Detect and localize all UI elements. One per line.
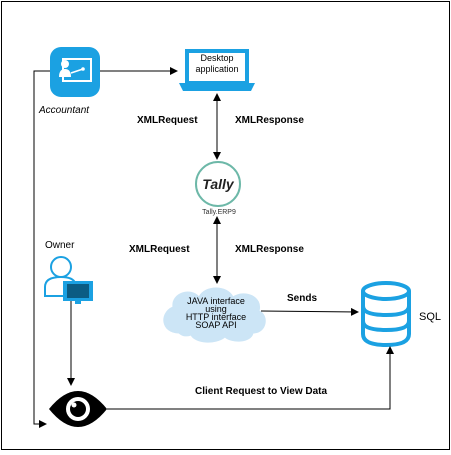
edge-java-sql [260,307,359,316]
owner-label: Owner [45,240,75,251]
laptop-icon [179,49,255,91]
edge-label-client-request: Client Request to View Data [195,386,328,397]
desktop-label-line1: Desktop [200,53,234,63]
desktop-label: Desktop application [187,53,247,75]
edge-label-xmlresponse-2: XMLResponse [235,244,304,255]
java-line2: using [205,304,227,314]
edge-label-xmlresponse-1: XMLResponse [235,115,304,126]
cloud-icon [163,287,266,343]
java-line3: HTTP interface [185,312,247,322]
edge-label-xmlrequest-1: XMLRequest [137,115,198,126]
edge-label-sends: Sends [287,293,318,304]
user-computer-icon [44,256,93,304]
accountant-computer-icon [50,47,100,97]
tally-logo-icon: Tally [195,161,241,207]
tally-caption: Tally.ERP9 [202,209,236,216]
edge-accountant-eye [33,70,50,428]
sql-label: SQL [419,311,442,323]
database-icon [361,281,411,348]
accountant-label: Accountant [39,105,90,116]
edge-eye-sql [107,346,394,410]
edge-label-xmlrequest-2: XMLRequest [129,244,190,255]
eye-icon [49,391,107,427]
java-line4: SOAP API [195,320,237,330]
java-line1: JAVA interface [187,296,245,306]
java-interface-label: JAVA interface using HTTP interface SOAP… [169,296,263,330]
desktop-label-line2: application [195,64,239,74]
tally-logo-text: Tally [202,176,235,192]
